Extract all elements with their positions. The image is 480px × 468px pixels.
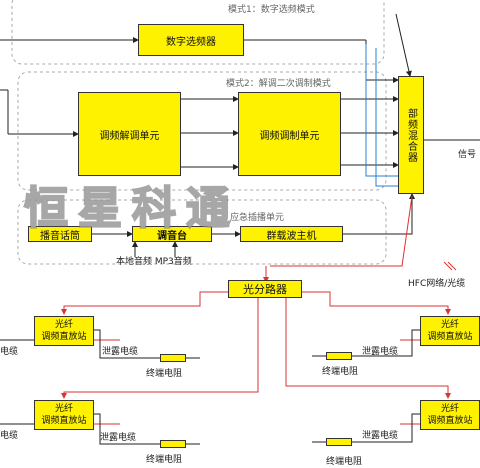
station-line1: 光纤 — [54, 404, 73, 414]
mode1-label: 模式1：数字选频模式 — [228, 5, 315, 15]
mic-box: 播音话筒 — [28, 226, 92, 242]
terminal-resistor-label: 终端电阻 — [146, 455, 183, 465]
emergency-label: 应急插播单元 — [230, 213, 285, 223]
emergency-region — [17, 199, 387, 265]
terminal-resistor — [160, 354, 186, 362]
terminal-resistor — [326, 438, 352, 446]
repeater-station-top-left: 光纤 调频直放站 — [34, 316, 94, 346]
fm-mod-unit: 调频调制单元 — [238, 92, 341, 176]
mode2-label: 模式2：解调二次调制模式 — [226, 79, 331, 89]
station-line2: 调频直放站 — [427, 416, 473, 426]
station-line2: 调频直放站 — [427, 332, 473, 342]
watermark-logo: 恒星科通 — [23, 182, 240, 235]
repeater-station-top-right: 光纤 调频直放站 — [420, 316, 480, 346]
fm-demod-unit: 调频解调单元 — [78, 92, 181, 176]
mode2-region — [17, 71, 387, 191]
station-line1: 光纤 — [440, 320, 459, 330]
leaky-cable-label: 泄露电缆 — [100, 433, 137, 443]
signal-label: 信号 — [458, 150, 477, 160]
station-line1: 光纤 — [440, 404, 459, 414]
leaky-cable-label: 泄露电缆 — [362, 347, 399, 357]
repeater-station-bottom-right: 光纤 调频直放站 — [420, 400, 480, 430]
mixing-desk-box: 调音台 — [132, 226, 212, 242]
station-line2: 调频直放站 — [41, 332, 87, 342]
terminal-resistor — [160, 440, 186, 448]
station-line2: 调频直放站 — [41, 416, 87, 426]
hfc-label: HFC网络/光缆 — [408, 279, 466, 289]
station-line1: 光纤 — [54, 320, 73, 330]
mode1-region — [11, 0, 385, 65]
terminal-resistor — [326, 352, 352, 360]
terminal-resistor-label: 终端电阻 — [326, 457, 363, 467]
mixer-box: 部频混合器 — [398, 76, 424, 194]
digital-selector-box: 数字选频器 — [138, 24, 244, 56]
leaky-cable-label: 泄露电缆 — [362, 431, 399, 441]
terminal-resistor-label: 终端电阻 — [146, 369, 183, 379]
leaky-cable-label: 泄露电缆 — [102, 347, 139, 357]
cable-label-partial: 电缆 — [0, 347, 19, 357]
local-audio-label: 本地音频 MP3音频 — [116, 257, 192, 267]
optical-splitter-box: 光分路器 — [228, 280, 302, 298]
cable-label-partial: 电缆 — [0, 431, 19, 441]
repeater-station-bottom-left: 光纤 调频直放站 — [34, 400, 94, 430]
carrier-host-box: 群载波主机 — [240, 226, 343, 242]
terminal-resistor-label: 终端电阻 — [322, 367, 359, 377]
